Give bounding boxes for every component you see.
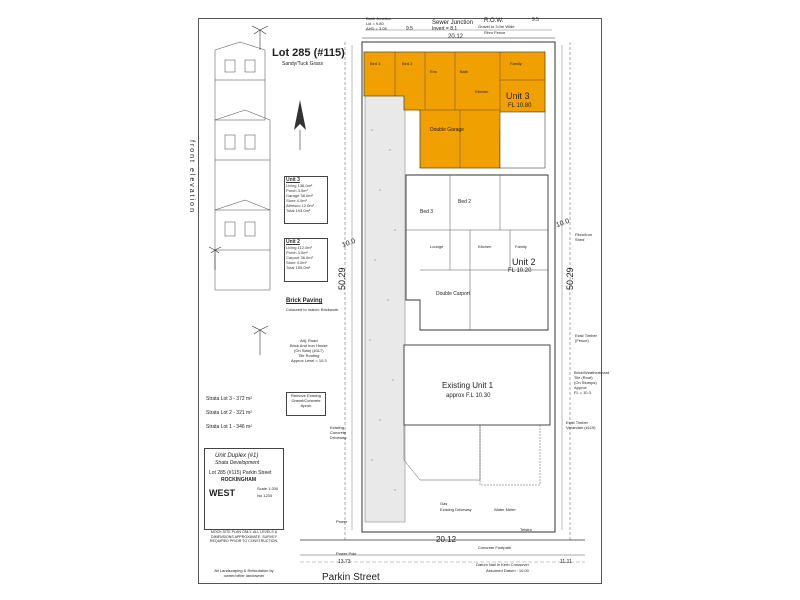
driveway-strip (364, 91, 406, 523)
room-label: Family (510, 61, 522, 66)
invert-label: Invert = 8.1 (432, 26, 458, 32)
right-fence-note: Exist Timber(Fence) (575, 333, 598, 343)
lot-subtitle: Sandy/Tuck Grass (282, 61, 323, 67)
unit3-label: Unit 3 (506, 91, 530, 101)
dim-9-5-left: 9.5 (406, 26, 413, 32)
unit2-footprint (405, 174, 549, 331)
north-arrow-icon (294, 100, 306, 150)
unit2-internal-walls (406, 175, 548, 330)
landscaping-note: All Landscaping & Reticulation by owner/… (214, 568, 274, 578)
dim-9-5-right: 9.5 (532, 17, 539, 23)
left-side-dimension: 50.29 (337, 267, 347, 290)
brick-paving-label: Brick Paving (286, 298, 323, 304)
gas-label: Gas (440, 501, 448, 506)
room-label: Double Carport (436, 291, 470, 297)
unit3-fl: FL 10.80 (508, 103, 532, 109)
room-label: Double Garage (430, 127, 464, 133)
room-label: Bath (460, 69, 469, 74)
fibro-fence-label: Fibro Fence (484, 30, 506, 35)
verge-left-dim: 13.73 (338, 559, 351, 565)
right-side-dimension: 50.29 (565, 267, 575, 290)
top-width-dimension: 20.12 (448, 34, 464, 40)
room-label: Bed 3 (370, 61, 381, 66)
room-label: Family (515, 244, 527, 249)
unit3-alfresco (499, 111, 546, 169)
room-label: Bed 2 (402, 61, 413, 66)
datum-label: Datum Nail in Kerb Crossover (476, 562, 529, 567)
project-suburb: ROCKINGHAM (221, 477, 256, 483)
front-elevation-sketch (214, 41, 271, 291)
brick-paving-sub: Coloured to match: Brickwork (286, 307, 339, 312)
room-label: Bed 2 (458, 199, 472, 205)
room-label: Ens (430, 69, 437, 74)
disclaimer-notes: MOCK SITE PLAN ONLY. ALL LEVELS & DIMENS… (209, 530, 279, 543)
unit2-stats-table: Unit 2 Living 112.0m² Porch 3.0m² Carpor… (284, 238, 328, 282)
existing-unit1-verandah (403, 424, 481, 481)
lot-boundary (361, 41, 556, 533)
room-label: Bed 3 (420, 209, 434, 215)
unit1-label: Existing Unit 1 (442, 381, 494, 390)
row-sub-label: Gravel to 3.0m Wide (478, 24, 515, 29)
bottom-width-dimension: 20.12 (436, 535, 457, 544)
room-label: Lounge (430, 244, 444, 249)
title-block: Unit Duplex (#1) Strata Development Lot … (204, 448, 284, 530)
row-label: R.O.W. (484, 18, 504, 24)
unit2-label: Unit 2 (512, 257, 536, 267)
datum-sub-label: Assumed Datum : 10.00 (486, 568, 529, 573)
telstra-label: Telstra (520, 527, 532, 532)
existing-unit1-rear (479, 424, 541, 486)
footpath-label: Concrete Footpath (478, 545, 512, 550)
sheet-number: No 1234 (257, 493, 273, 498)
verge-right-dim: 11.11 (560, 559, 572, 565)
scale-label: Scale 1:200 (257, 486, 279, 491)
project-address: Lot 285 (#115) Parkin Street (209, 470, 272, 476)
unit1-fl: approx F.L 10.30 (446, 393, 491, 399)
firm-logo: WEST (209, 488, 235, 498)
driveway-texture (369, 129, 396, 491)
palm-tree-icon (208, 25, 269, 355)
street-name: Parkin Street (322, 572, 380, 583)
unit3-internal-walls (394, 52, 545, 168)
power-pole-label: Power Pole (336, 551, 357, 556)
unit3-stats-table: Unit 3 Living 136.0m² Porch 3.0m² Garage… (284, 176, 328, 224)
water-meter-label: Water Meter (494, 507, 516, 512)
room-label: Kitchen (475, 89, 489, 94)
sewer-label: Sewer Junction (432, 20, 474, 26)
strata-lot-areas: Strata Lot 3 - 372 m² Strata Lot 2 - 321… (206, 396, 252, 430)
lot-title: Lot 285 (#115) (272, 47, 345, 59)
unit2-fl: FL 10.20 (508, 268, 532, 274)
power-label: Power (336, 519, 348, 524)
room-label: Kitchen (478, 244, 492, 249)
front-elevation-label: front elevation (188, 140, 195, 214)
bush-junction-info: Bush Junction Lid = 9.80 AHD = 3.05 (366, 16, 392, 31)
driveway-label: Existing Driveway (440, 507, 472, 512)
project-sub: Strata Development (215, 460, 260, 466)
project-name: Unit Duplex (#1) (215, 453, 259, 459)
